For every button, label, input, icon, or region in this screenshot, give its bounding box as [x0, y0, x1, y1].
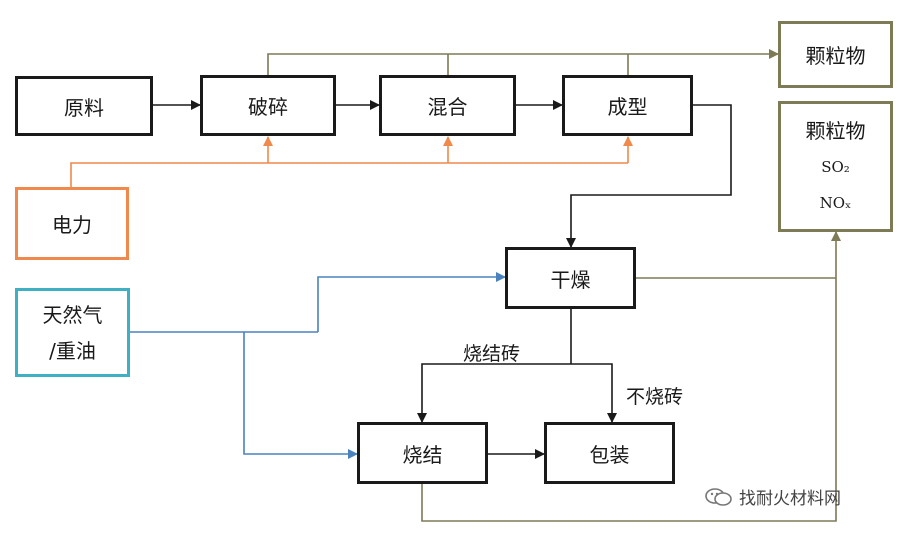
- forming-box: 成型: [562, 75, 693, 136]
- packaging-box: 包装: [544, 422, 675, 484]
- fuel-lines: [130, 272, 506, 459]
- process-arrows: [153, 100, 732, 459]
- fuel-label-line1: 天然气: [42, 302, 103, 327]
- raw-material-label: 原料: [64, 95, 104, 120]
- emission-lines: [267, 49, 841, 522]
- emissions-label-so2: SO₂: [821, 157, 850, 176]
- sintering-label: 烧结: [402, 442, 443, 467]
- drying-box: 干燥: [505, 247, 636, 309]
- fuel-box: 天然气 /重油: [15, 288, 130, 377]
- particulate-output-label: 颗粒物: [805, 44, 866, 68]
- wechat-icon: [705, 487, 732, 506]
- electricity-lines: [70, 136, 633, 187]
- mixing-box: 混合: [379, 75, 516, 136]
- crushing-label: 破碎: [248, 95, 288, 119]
- sintering-box: 烧结: [357, 422, 488, 484]
- drying-label: 干燥: [550, 267, 591, 292]
- packaging-label: 包装: [589, 442, 630, 467]
- emissions-label-particulate: 颗粒物: [805, 118, 866, 143]
- particulate-output-box: 颗粒物: [778, 21, 893, 88]
- forming-label: 成型: [607, 95, 648, 119]
- electricity-box: 电力: [15, 187, 129, 260]
- mixing-label: 混合: [427, 95, 468, 119]
- crushing-box: 破碎: [200, 75, 336, 136]
- fuel-label-line2: /重油: [49, 338, 96, 363]
- electricity-label: 电力: [52, 213, 92, 237]
- watermark: 找耐火材料网: [705, 484, 841, 509]
- emissions-label-nox: NOₓ: [819, 193, 852, 212]
- watermark-text: 找耐火材料网: [739, 489, 841, 509]
- emissions-output-box: 颗粒物 SO₂ NOₓ: [778, 101, 893, 232]
- unfired-brick-label: 不烧砖: [626, 386, 684, 408]
- fired-brick-label: 烧结砖: [463, 343, 521, 365]
- raw-material-box: 原料: [15, 76, 153, 136]
